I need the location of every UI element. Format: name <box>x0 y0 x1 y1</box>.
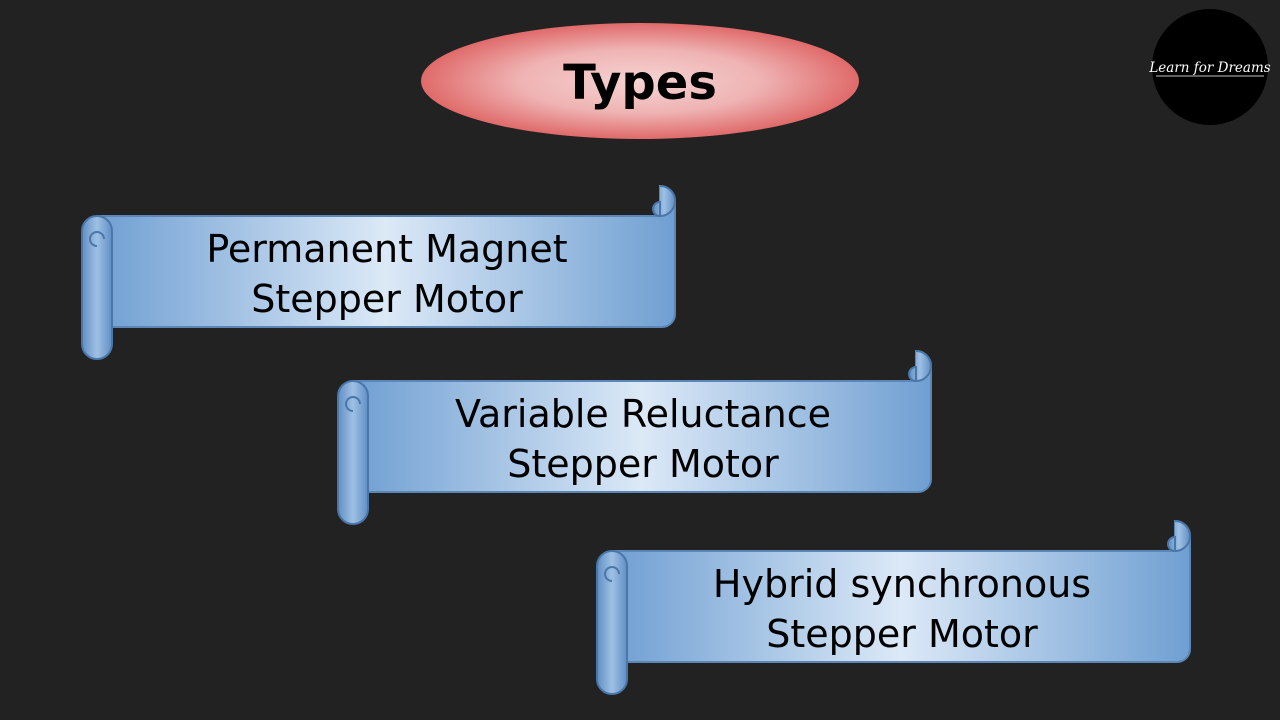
scroll-hybrid-synchronous: Hybrid synchronous Stepper Motor <box>596 519 1192 695</box>
logo: Learn for Dreams <box>1148 9 1271 125</box>
logo-text: Learn for Dreams <box>1148 60 1270 76</box>
scroll-variable-reluctance: Variable Reluctance Stepper Motor <box>337 349 933 525</box>
type-2-line2: Stepper Motor <box>507 442 779 486</box>
type-2-line1: Variable Reluctance <box>455 392 831 436</box>
type-3-line1: Hybrid synchronous <box>713 562 1091 606</box>
title-ellipse: Types <box>421 23 859 139</box>
type-1-line2: Stepper Motor <box>251 277 523 321</box>
type-1-line1: Permanent Magnet <box>206 227 567 271</box>
scroll-permanent-magnet: Permanent Magnet Stepper Motor <box>81 184 677 360</box>
type-3-line2: Stepper Motor <box>766 612 1038 656</box>
title-text: Types <box>563 55 717 111</box>
